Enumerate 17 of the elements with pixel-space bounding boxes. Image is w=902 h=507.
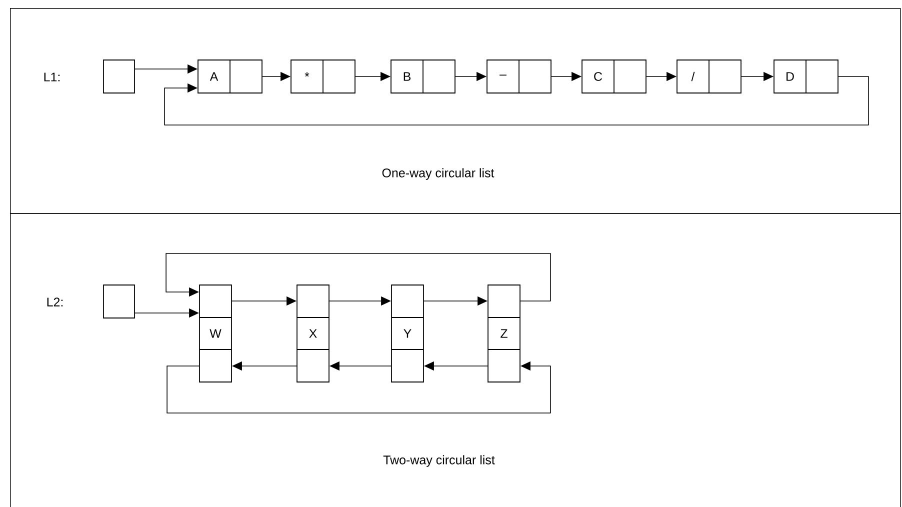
pointer-box [103, 60, 135, 94]
list-node: – [486, 60, 552, 94]
list-node: A [198, 60, 262, 94]
list-node: D [774, 60, 838, 94]
list-node: Z [488, 284, 520, 382]
list-name: L2: [47, 298, 63, 306]
arrow [166, 253, 551, 302]
pointer-box [103, 284, 135, 318]
list-node: Y [391, 284, 424, 382]
list-node: X [296, 284, 330, 382]
list-node: / [676, 60, 742, 94]
list-node: B [390, 60, 456, 94]
arrow [164, 76, 869, 126]
list-node: C [582, 60, 646, 94]
list-node: * [290, 60, 356, 94]
list-name: L1: [44, 72, 60, 82]
list-node: W [199, 284, 232, 382]
